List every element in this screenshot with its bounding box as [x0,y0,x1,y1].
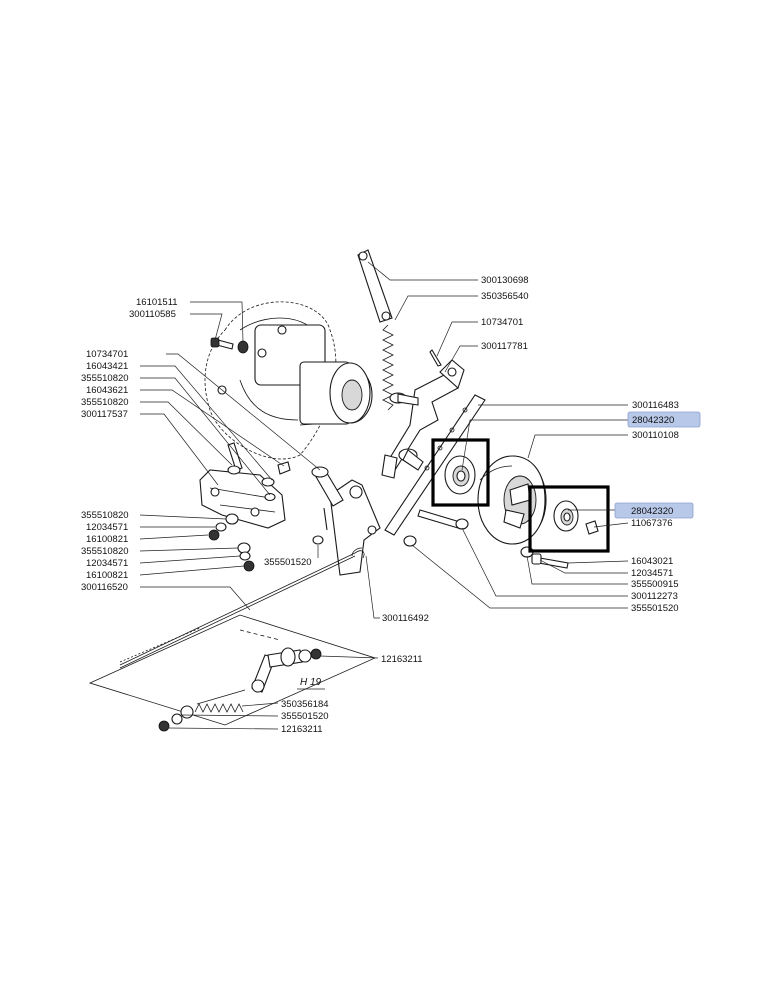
highlight-28042320-a [627,411,701,428]
assembly-plane [88,614,377,726]
housing-flange [204,301,373,460]
label-12034571-left-1[interactable]: 12034571 [86,522,128,533]
label-16100821-b[interactable]: 16100821 [86,570,128,581]
label-300116483[interactable]: 300116483 [632,400,679,411]
arm-300130698 [357,249,393,323]
pin-10734701 [429,349,442,367]
label-28042320-b[interactable]: 28042320 [631,506,673,517]
fork-lever [381,359,465,479]
label-300112273[interactable]: 300112273 [631,591,678,602]
label-28042320-a[interactable]: 28042320 [632,415,674,426]
label-355510820-a[interactable]: 355510820 [81,373,129,384]
label-355500915[interactable]: 355500915 [631,579,679,590]
plate-300116492 [311,466,381,576]
label-300116492[interactable]: 300116492 [382,613,429,624]
lever-assembly [251,647,322,693]
label-300117781[interactable]: 300117781 [481,341,528,352]
section-mark: H 19 [300,677,322,688]
label-355510820-d[interactable]: 355510820 [81,546,129,557]
label-355510820-b[interactable]: 355510820 [81,397,129,408]
label-355510820-c[interactable]: 355510820 [81,510,129,521]
label-11067376[interactable]: 11067376 [631,518,673,529]
bearing-28042320-left [444,455,476,495]
label-350356184[interactable]: 350356184 [281,699,329,710]
label-10734701-right[interactable]: 10734701 [481,317,523,328]
bearing-28042320-right [553,500,599,535]
callout-box-right [528,485,610,553]
label-12034571-left-2[interactable]: 12034571 [86,558,128,569]
label-16100821-a[interactable]: 16100821 [86,534,128,545]
label-16043021[interactable]: 16043021 [631,556,673,567]
spring-350356184 [158,689,246,732]
label-16101511[interactable]: 16101511 [136,297,178,308]
highlight-28042320-b [614,502,694,519]
label-300110108[interactable]: 300110108 [632,430,679,441]
label-355501520-bottom[interactable]: 355501520 [281,711,329,722]
label-16043421[interactable]: 16043421 [86,361,128,372]
label-12163211-b[interactable]: 12163211 [281,724,323,735]
label-300110585[interactable]: 300110585 [129,309,176,320]
label-355501520-right[interactable]: 355501520 [631,603,679,614]
bracket-300117537 [199,442,291,529]
rod-300116520 [119,550,365,669]
bolt-16101511 [210,337,249,354]
label-355501520-mid[interactable]: 355501520 [264,557,312,568]
label-300117537[interactable]: 300117537 [81,409,128,420]
label-12034571-right[interactable]: 12034571 [631,568,673,579]
label-16043621[interactable]: 16043621 [86,385,128,396]
label-10734701-left[interactable]: 10734701 [86,349,128,360]
label-300116520[interactable]: 300116520 [81,582,128,593]
leader-lines [139,261,629,730]
part-labels: 300130698 350356540 10734701 300117781 3… [81,275,679,735]
callout-box-left [431,438,490,507]
shaft-300112273 [403,509,469,547]
label-300130698[interactable]: 300130698 [481,275,529,286]
label-12163211-a[interactable]: 12163211 [381,654,423,665]
label-350356540[interactable]: 350356540 [481,291,529,302]
